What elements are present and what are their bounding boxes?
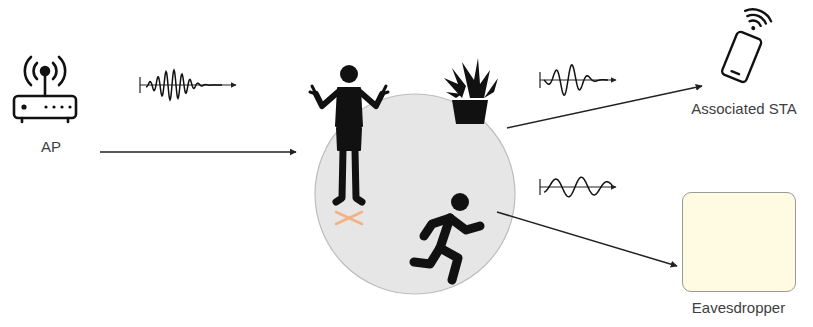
- node-label: AP: [41, 138, 61, 156]
- node-label: Associated STA: [691, 100, 797, 118]
- running-person: [440, 248, 458, 280]
- waveform-axes: [540, 186, 616, 187]
- router-icon: [25, 57, 31, 85]
- propagation-arrows: [507, 86, 702, 128]
- plant-icon: [444, 58, 498, 124]
- station: Associated STA: [682, 8, 806, 118]
- running-person: [451, 193, 469, 211]
- person-figure: [382, 86, 388, 94]
- plant-icon: [462, 58, 490, 98]
- person-figure: [310, 65, 388, 202]
- person-figure: [336, 150, 362, 202]
- running-person: [450, 218, 480, 230]
- person-figure: [340, 65, 358, 83]
- phone-icon: [751, 26, 756, 31]
- router-icon: [14, 96, 76, 118]
- router-icon: [34, 63, 37, 79]
- plant-icon: [484, 78, 498, 98]
- router-icon: [21, 104, 26, 109]
- running-person: [414, 248, 440, 264]
- waveform-axes: [140, 72, 616, 195]
- waveform: [146, 70, 222, 100]
- person-figure: [316, 92, 338, 106]
- running-person: [424, 218, 450, 236]
- phone-icon: [720, 6, 773, 84]
- phone-icon: [732, 71, 739, 74]
- plant-icon: [444, 68, 466, 98]
- propagation-arrows: [100, 86, 702, 266]
- router-icon: [52, 105, 55, 108]
- waveform: [146, 65, 612, 197]
- router-icon: [67, 118, 70, 122]
- router-icon: [59, 57, 65, 85]
- eavesdropper-box: Eavesdropper: [682, 192, 796, 292]
- person-figure: [310, 86, 316, 94]
- running-person: [414, 193, 480, 280]
- position-marker: [336, 212, 362, 224]
- router-icon: [44, 76, 47, 96]
- position-marker: [336, 212, 362, 224]
- node-label: Eavesdropper: [692, 299, 785, 317]
- plant-icon: [446, 92, 462, 98]
- router-icon: [53, 63, 56, 79]
- propagation-arrows: [100, 151, 296, 153]
- waveform: [544, 177, 612, 196]
- plant-icon: [452, 100, 488, 124]
- person-figure: [337, 128, 361, 150]
- propagation-arrows: [497, 212, 677, 266]
- router-icon: [41, 67, 49, 75]
- router-icon: [21, 118, 24, 122]
- router-icon: [60, 105, 63, 108]
- access-point: AP: [6, 50, 96, 156]
- position-marker: [336, 212, 362, 224]
- router-icon: [14, 57, 76, 122]
- waveform: [544, 65, 608, 95]
- router-icon: [44, 105, 47, 108]
- person-figure: [360, 92, 382, 106]
- phone-icon: [745, 6, 773, 22]
- phone-icon: [750, 19, 762, 26]
- phone-icon: [721, 31, 762, 83]
- router-icon: [68, 105, 71, 108]
